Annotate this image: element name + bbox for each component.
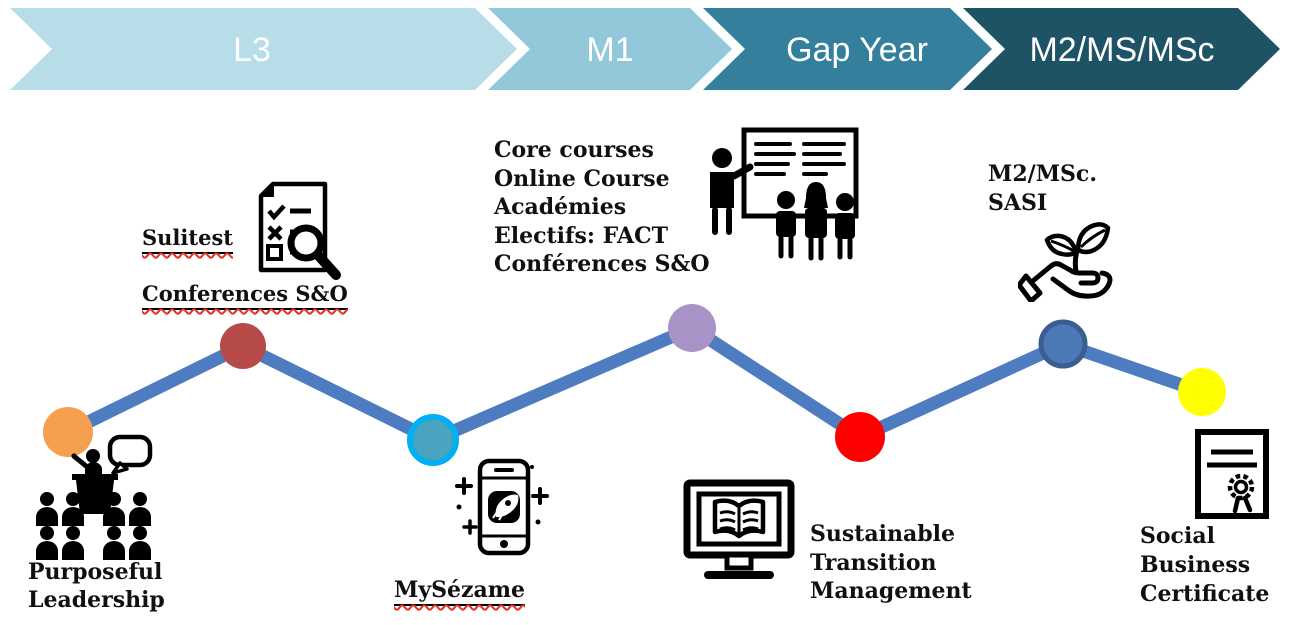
conferences-so-label: Conferences S&O — [142, 280, 348, 310]
smartphone-rocket-icon — [455, 458, 549, 556]
stage-label-gap-year: Gap Year — [786, 31, 928, 69]
stage-chevron-gap-year — [703, 8, 992, 90]
stage-chevron-m1 — [488, 8, 732, 90]
stage-banner: L3 M1 Gap Year M2/MS/MSc — [10, 8, 1280, 90]
node-purposeful-leadership — [43, 407, 93, 457]
node-stm — [835, 412, 885, 462]
stage-chevron-m2 — [963, 8, 1280, 90]
checklist-magnifier-icon — [258, 181, 341, 280]
hand-plant-icon — [1018, 222, 1113, 302]
sulitest-label: Sulitest — [142, 224, 233, 254]
stage-label-m2: M2/MS/MSc — [1029, 31, 1214, 69]
node-mysezame — [407, 414, 459, 466]
certificate-icon — [1195, 429, 1269, 519]
node-certificate — [1178, 368, 1226, 416]
m2-sasi-label: M2/MSc. SASI — [988, 161, 1097, 216]
certificate-label: Social Business Certificate — [1140, 523, 1270, 607]
classroom-icon — [710, 127, 859, 261]
node-m1-courses — [668, 304, 716, 352]
purposeful-leadership-label: Purposeful Leadership — [28, 559, 165, 613]
stm-label: Sustainable Transition Management — [810, 521, 972, 604]
stage-label-l3: L3 — [233, 31, 271, 69]
node-m2-sasi — [1038, 319, 1088, 369]
stage-chevron-l3 — [10, 8, 517, 90]
presenter-audience-icon — [36, 434, 153, 560]
monitor-book-icon — [683, 479, 795, 579]
node-sulitest — [220, 323, 266, 369]
m1-courses-label: Core courses Online Course Académies Ele… — [494, 137, 710, 277]
stage-label-m1: M1 — [586, 31, 633, 69]
mysezame-label: MySézame — [394, 576, 526, 606]
